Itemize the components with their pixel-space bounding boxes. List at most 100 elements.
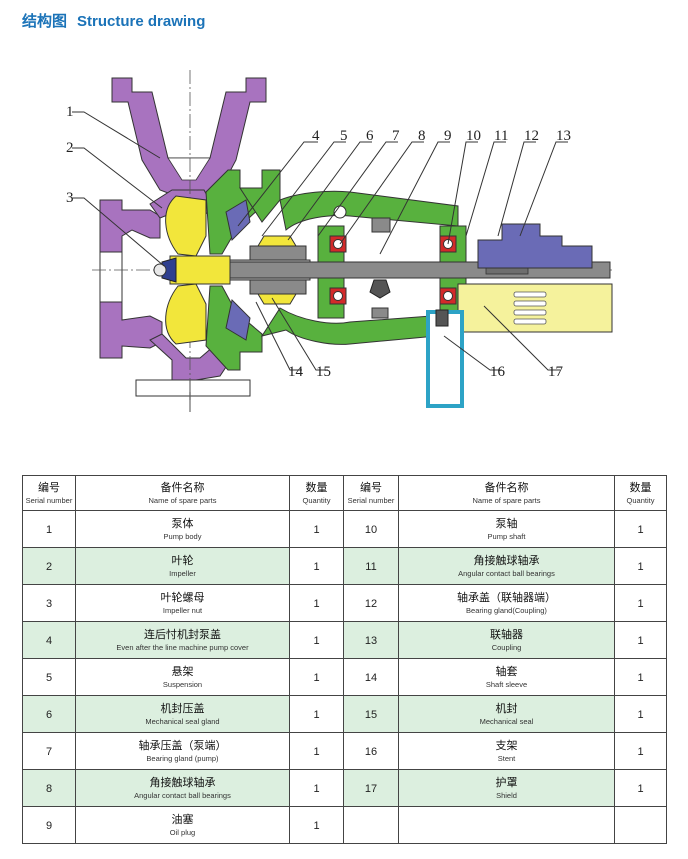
serial-number-cell: 9 (22, 806, 76, 844)
part-name-en: Bearing gland(Coupling) (466, 605, 547, 615)
quantity-cell: 1 (289, 658, 344, 696)
serial-number-cell: 8 (22, 769, 76, 807)
part-name-en: Impeller (169, 568, 196, 578)
quantity-value: 1 (313, 635, 320, 647)
quantity-value: 1 (637, 635, 644, 647)
serial-number-cell: 17 (343, 769, 399, 807)
quantity-value: 1 (313, 746, 320, 758)
title-cn: 结构图 (22, 13, 68, 30)
quantity-value: 1 (637, 598, 644, 610)
serial-number: 16 (364, 746, 378, 758)
serial-number-cell: 16 (343, 732, 399, 770)
part-name-en: Angular contact ball bearings (134, 790, 231, 800)
serial-number-cell (343, 806, 399, 844)
quantity-value: 1 (637, 524, 644, 536)
serial-number: 11 (365, 561, 377, 573)
part-name-cn: 机封 (495, 702, 518, 715)
quantity-value: 1 (313, 709, 320, 721)
serial-number: 17 (364, 783, 378, 795)
serial-number: 7 (45, 746, 53, 758)
callout-5: 5 (340, 128, 348, 144)
callout-6: 6 (366, 128, 374, 144)
callout-9: 9 (444, 128, 452, 144)
quantity-value: 1 (313, 672, 320, 684)
serial-number-cell: 11 (343, 547, 399, 585)
serial-number: 2 (45, 561, 53, 573)
part-name-cell: 轴承盖（联轴器端）Bearing gland(Coupling) (398, 584, 615, 622)
serial-number: 4 (45, 635, 53, 647)
part-name-en: Suspension (162, 679, 203, 689)
title-en: Structure drawing (77, 13, 206, 30)
quantity-value: 1 (313, 524, 320, 536)
callout-11: 11 (494, 128, 508, 144)
part-name-en: Bearing gland (pump) (146, 753, 219, 763)
part-name-cn: 护罩 (495, 776, 518, 789)
quantity-cell: 1 (289, 806, 344, 844)
callout-labels: 1 2 3 4 5 6 7 8 9 10 11 12 13 14 15 16 1… (66, 104, 571, 380)
serial-number-cell: 4 (22, 621, 76, 659)
serial-number-cell: 12 (343, 584, 399, 622)
serial-number-cell: 1 (22, 510, 76, 548)
part-name-en: Impeller nut (162, 605, 203, 615)
quantity-cell: 1 (614, 584, 667, 622)
serial-number: 10 (364, 524, 378, 536)
callout-10: 10 (466, 128, 481, 144)
part-name-en: Mechanical seal (479, 716, 534, 726)
callout-2: 2 (66, 140, 74, 156)
part-name-cn: 轴套 (495, 665, 518, 678)
serial-number-cell: 7 (22, 732, 76, 770)
serial-number-cell: 6 (22, 695, 76, 733)
quantity-value: 1 (637, 783, 644, 795)
quantity-cell: 1 (289, 732, 344, 770)
callout-17: 17 (548, 364, 564, 380)
quantity-value: 1 (313, 783, 320, 795)
serial-number: 9 (45, 820, 53, 832)
part-name-en: Oil plug (169, 827, 196, 837)
serial-number: 8 (45, 783, 53, 795)
serial-number-cell: 2 (22, 547, 76, 585)
part-name-en: Stent (497, 753, 516, 763)
part-name-cn: 叶轮螺母 (160, 591, 205, 604)
part-name-cell (398, 806, 615, 844)
quantity-cell: 1 (289, 510, 344, 548)
part-name-cn: 机封压盖 (160, 702, 205, 715)
serial-number: 1 (45, 524, 53, 536)
pump-body (99, 77, 267, 412)
pump-structure-drawing: 1 2 3 4 5 6 7 8 9 10 11 12 13 14 15 16 1… (66, 70, 613, 412)
part-name-cn: 连后忖机封泵盖 (144, 628, 221, 641)
quantity-cell: 1 (289, 547, 344, 585)
quantity-value: 1 (637, 709, 644, 721)
callout-16: 16 (490, 364, 506, 380)
callout-1: 1 (66, 104, 74, 120)
quantity-cell: 1 (614, 769, 667, 807)
part-name-en: Angular contact ball bearings (458, 568, 555, 578)
impeller-nut (153, 257, 177, 283)
part-name-cn: 轴承盖（联轴器端） (457, 591, 556, 604)
callout-15: 15 (316, 364, 331, 380)
quantity-cell: 1 (614, 695, 667, 733)
shield (457, 283, 613, 333)
quantity-value: 1 (313, 820, 320, 832)
part-name-en: Shield (496, 790, 517, 800)
